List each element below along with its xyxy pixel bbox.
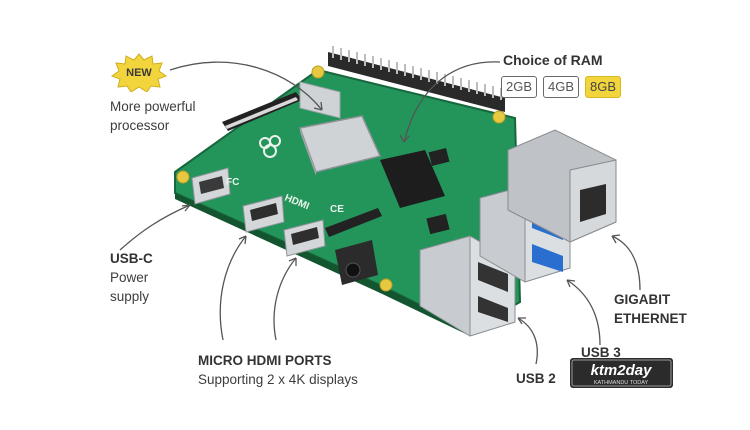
usb-c-port (191, 167, 231, 205)
micro-hdmi-port-2 (283, 219, 326, 257)
logo-sub-text: KATHMANDU TODAY (594, 380, 649, 386)
arrow-processor (169, 61, 323, 111)
silkscreen-fc: FC (226, 177, 239, 188)
ethernet-label-line2: ETHERNET (614, 311, 687, 326)
new-badge-text: NEW (126, 67, 152, 79)
new-badge: NEW (110, 53, 168, 92)
processor-label-line2: processor (110, 118, 170, 133)
usb2-label: USB 2 (516, 371, 556, 386)
mount-hole (311, 65, 325, 79)
ram-options: 2GB 4GB 8GB (501, 76, 622, 98)
processor-label-line1: More powerful (110, 99, 196, 114)
ktm2day-logo: ktm2day KATHMANDU TODAY (570, 358, 673, 388)
micro-hdmi-port-1 (242, 195, 285, 233)
ram-option-8gb: 8GB (585, 76, 622, 98)
logo-main-text: ktm2day (591, 362, 653, 379)
dsi-connector (325, 208, 382, 237)
ram-title: Choice of RAM (503, 52, 603, 68)
wireless-module (299, 81, 341, 119)
arrow-ram (403, 61, 501, 143)
hdmi-title: MICRO HDMI PORTS (198, 353, 332, 368)
silkscreen-ce: CE (330, 204, 344, 215)
arrow-usbc (119, 204, 191, 251)
pointer-arrows (119, 61, 641, 365)
ram-option-4gb: 4GB (543, 76, 580, 98)
mount-hole (176, 170, 190, 184)
ram-chip (380, 150, 445, 208)
arrow-usb3 (566, 279, 601, 346)
small-chip (426, 213, 450, 235)
usbc-label-line2: Power (110, 270, 149, 285)
raspberry-logo (259, 135, 281, 158)
usbc-title: USB-C (110, 251, 153, 266)
small-chip (428, 148, 450, 166)
ethernet-port (507, 129, 617, 243)
usbc-label-line3: supply (110, 289, 150, 304)
arrow-hdmi-1 (219, 235, 247, 341)
arrow-ethernet (611, 235, 641, 291)
arrow-hdmi-2 (273, 257, 297, 341)
ethernet-label-line1: GIGABIT (614, 292, 671, 307)
usb3-label: USB 3 (581, 345, 621, 360)
ram-option-2gb: 2GB (501, 76, 538, 98)
audio-jack (335, 240, 378, 285)
arrow-usb2 (517, 317, 538, 365)
mount-hole (492, 110, 506, 124)
hdmi-subtitle: Supporting 2 x 4K displays (198, 372, 358, 387)
mount-hole (379, 278, 393, 292)
